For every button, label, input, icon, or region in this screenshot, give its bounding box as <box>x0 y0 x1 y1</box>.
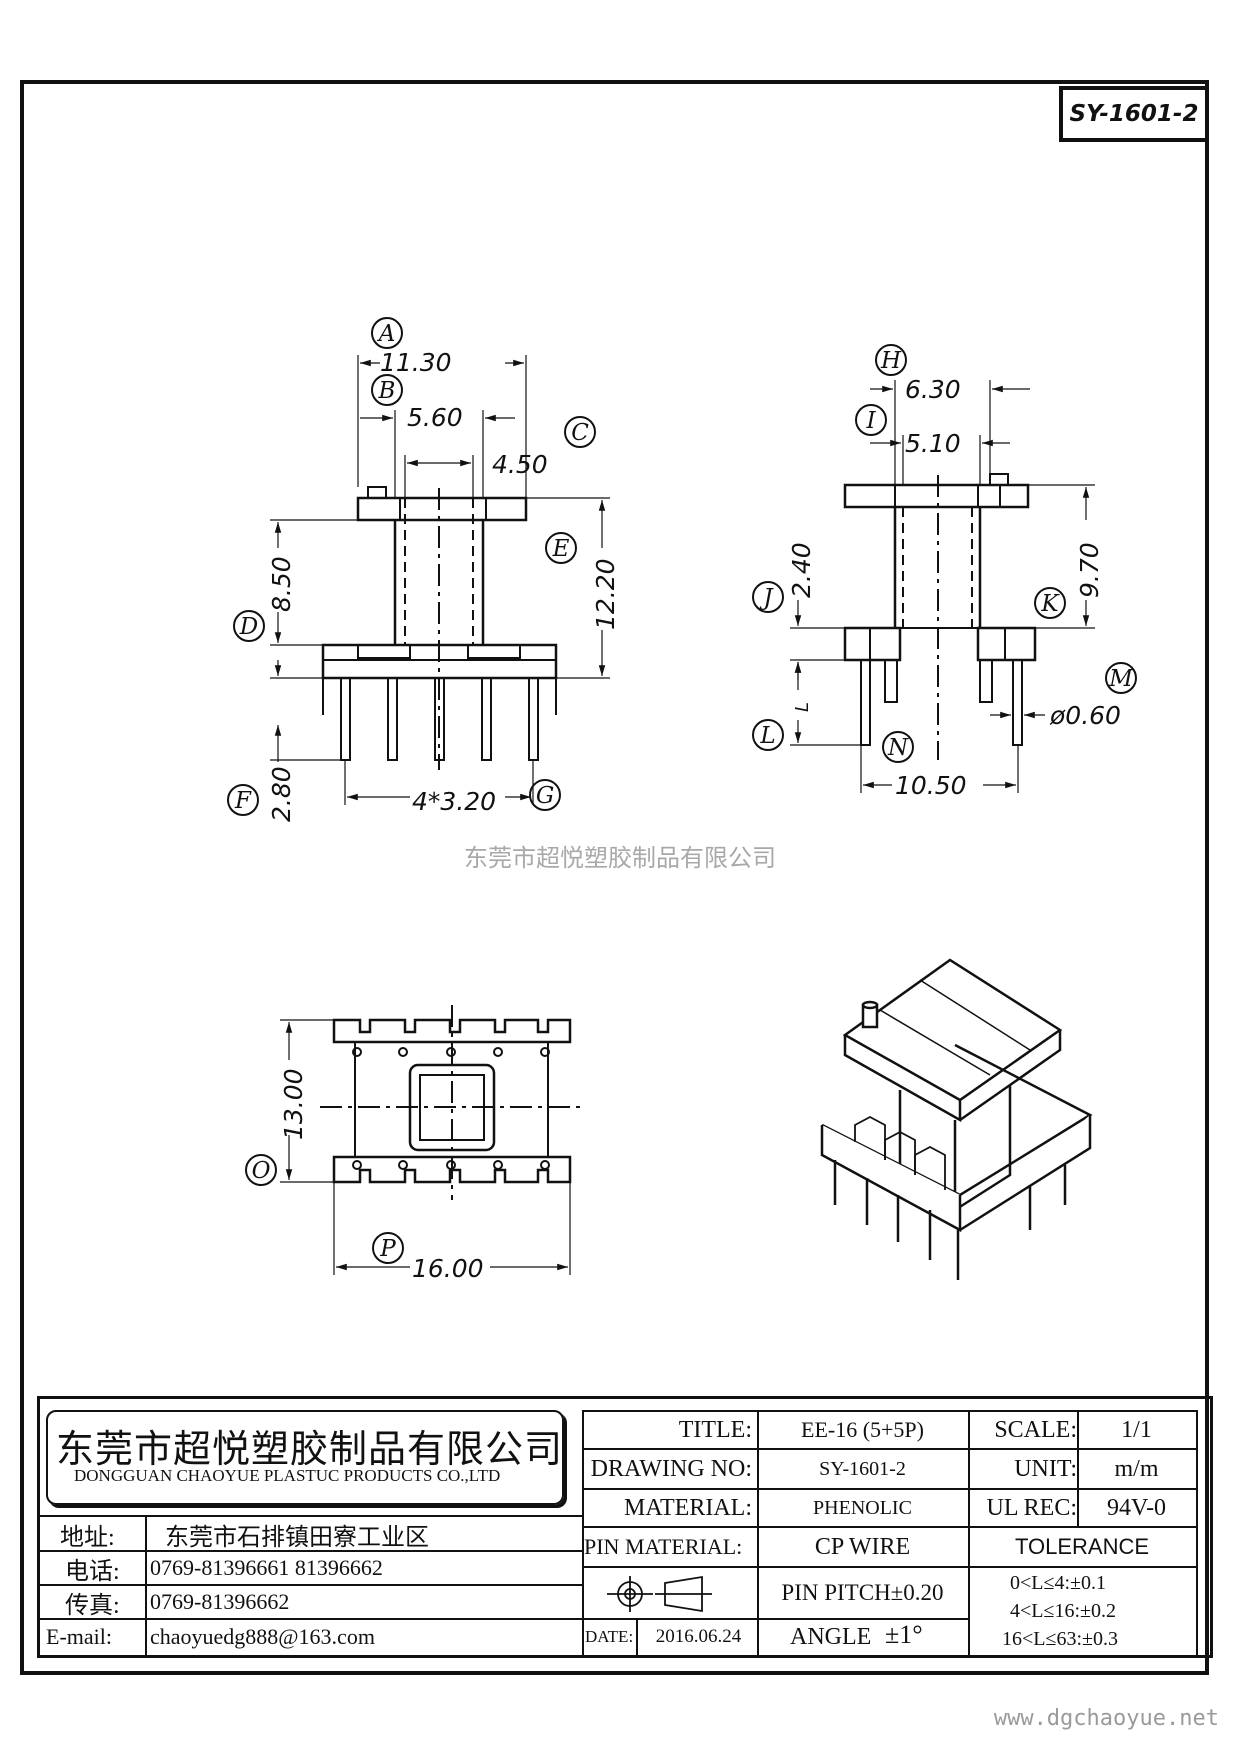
email-label: E-mail: <box>46 1624 112 1649</box>
watermark-text: 东莞市超悦塑胶制品有限公司 <box>464 844 776 872</box>
divider <box>1077 1410 1079 1526</box>
fax-label: 传真: <box>65 1592 120 1619</box>
dim-l-text: L <box>792 702 813 712</box>
divider <box>757 1410 759 1656</box>
pin-material-value: CP WIRE <box>814 1533 911 1560</box>
balloon-n: N <box>887 735 909 761</box>
balloon-o: O <box>252 1158 271 1184</box>
date-value: 2016.06.24 <box>655 1626 742 1647</box>
balloon-p: P <box>379 1236 396 1262</box>
bobbin-3d-view-icon <box>820 958 1093 1280</box>
dim-m-text: ø0.60 <box>1049 701 1121 730</box>
dim-o-text: 13.00 <box>279 1068 308 1140</box>
company-name-cn: 东莞市超悦塑胶制品有限公司 <box>56 1429 564 1471</box>
divider <box>37 1515 582 1517</box>
dim-j-text: 2.40 <box>787 542 816 598</box>
tolerance-label: TOLERANCE <box>1014 1534 1150 1559</box>
front-view <box>270 355 610 805</box>
material-label: MATERIAL: <box>624 1494 752 1521</box>
dim-h-text: 6.30 <box>905 375 961 404</box>
divider <box>968 1566 1196 1568</box>
divider <box>1196 1410 1198 1656</box>
balloon-m: M <box>1108 666 1134 692</box>
divider <box>582 1656 1196 1658</box>
dim-d-text: 8.50 <box>267 556 296 612</box>
dim-f-text: 2.80 <box>267 766 296 822</box>
unit-value: m/m <box>1114 1455 1159 1482</box>
balloon-e: E <box>552 536 570 562</box>
divider <box>582 1410 584 1656</box>
bottom-view-labels: 13.00 16.00 O P <box>245 1068 484 1283</box>
front-view-labels: 11.30 5.60 4.50 8.50 12.20 2.80 4*3.20 A… <box>227 317 620 822</box>
dim-g-text: 4*3.20 <box>412 787 496 816</box>
balloon-a: A <box>377 321 396 347</box>
drawing-frame <box>20 80 1209 1675</box>
email-value: chaoyuedg888@163.com <box>150 1624 375 1649</box>
balloon-c: C <box>571 420 589 446</box>
dim-i-text: 5.10 <box>905 429 961 458</box>
side-view-labels: 6.30 5.10 2.40 9.70 L ø0.60 10.50 H I J … <box>752 344 1137 800</box>
site-url-text: www.dgchaoyue.net <box>993 1706 1219 1731</box>
phone-label: 电话: <box>65 1558 120 1585</box>
balloon-i: I <box>865 408 876 434</box>
divider <box>582 1410 1196 1412</box>
balloon-d: D <box>239 614 258 640</box>
balloon-g: G <box>536 783 554 809</box>
divider <box>582 1566 968 1568</box>
divider <box>968 1410 970 1656</box>
pin-material-label: PIN MATERIAL: <box>584 1534 743 1559</box>
dim-n-text: 10.50 <box>895 771 967 800</box>
first-angle-projection-icon <box>607 1575 712 1613</box>
drawing-no-value: SY-1601-2 <box>819 1457 906 1480</box>
divider <box>145 1515 147 1656</box>
scale-value: 1/1 <box>1121 1416 1152 1443</box>
phone-value: 0769-81396661 81396662 <box>150 1555 383 1580</box>
divider <box>582 1488 1196 1490</box>
balloon-b: B <box>378 378 396 404</box>
dim-b-text: 5.60 <box>407 403 463 432</box>
divider <box>37 1584 582 1586</box>
unit-label: UNIT: <box>1014 1455 1077 1482</box>
date-label: DATE: <box>585 1627 634 1646</box>
address-value: 东莞市石排镇田寮工业区 <box>165 1524 429 1551</box>
address-label: 地址: <box>60 1524 115 1551</box>
dim-k-text: 9.70 <box>1075 542 1104 598</box>
balloon-j: J <box>759 585 774 611</box>
tolerance-line-1: 0<L≤4:±0.1 <box>1010 1571 1107 1594</box>
tolerance-line-3: 16<L≤63:±0.3 <box>1002 1627 1119 1650</box>
fax-value: 0769-81396662 <box>150 1589 290 1614</box>
balloon-f: F <box>234 788 252 814</box>
divider <box>582 1526 1196 1528</box>
tolerance-line-2: 4<L≤16:±0.2 <box>1010 1599 1117 1622</box>
material-value: PHENOLIC <box>813 1496 912 1519</box>
divider <box>582 1618 968 1620</box>
company-box <box>46 1410 564 1505</box>
title-label: TITLE: <box>678 1416 752 1443</box>
dim-a-text: 11.30 <box>380 348 452 377</box>
divider <box>37 1550 582 1552</box>
dim-c-text: 4.50 <box>492 450 548 479</box>
company-name-en: DONGGUAN CHAOYUE PLASTUC PRODUCTS CO.,LT… <box>74 1466 501 1485</box>
angle-label: ANGLE <box>790 1623 872 1650</box>
balloon-h: H <box>880 348 902 374</box>
drawing-number-tag: SY-1601-2 <box>1059 86 1209 142</box>
balloon-k: K <box>1040 591 1060 617</box>
angle-value: ±1° <box>885 1620 923 1649</box>
ul-rec-value: 94V-0 <box>1106 1494 1167 1521</box>
ul-rec-label: UL REC: <box>986 1494 1077 1521</box>
side-view <box>790 380 1095 793</box>
pin-pitch-text: PIN PITCH±0.20 <box>781 1580 944 1605</box>
dim-e-text: 12.20 <box>591 558 620 630</box>
divider <box>37 1618 582 1620</box>
drawing-no-label: DRAWING NO: <box>590 1455 752 1482</box>
scale-label: SCALE: <box>994 1416 1077 1443</box>
balloon-l: L <box>759 723 775 749</box>
dim-p-text: 16.00 <box>412 1254 484 1283</box>
title-value: EE-16 (5+5P) <box>801 1417 924 1442</box>
bottom-view <box>280 1005 585 1275</box>
divider <box>582 1448 1196 1450</box>
divider <box>636 1618 638 1656</box>
